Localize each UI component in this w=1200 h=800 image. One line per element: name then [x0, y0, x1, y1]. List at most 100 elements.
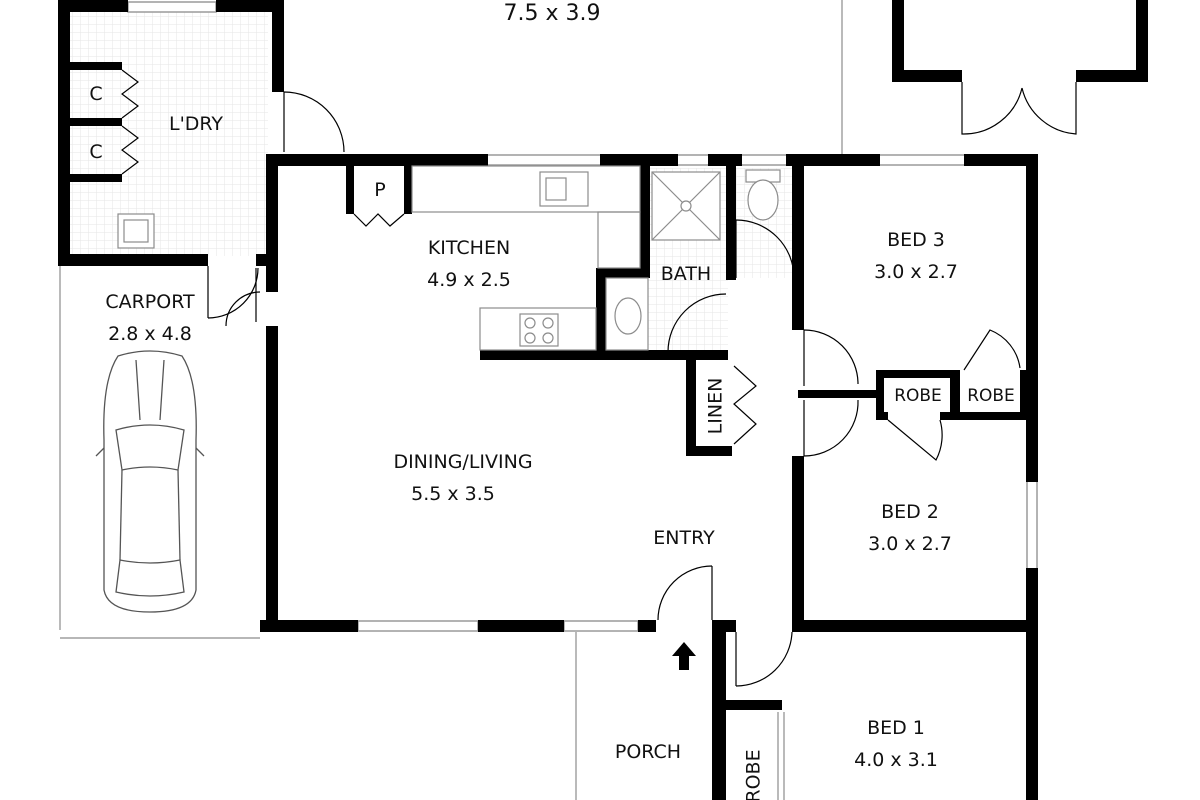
wall	[686, 356, 696, 456]
carport-label: CARPORT	[105, 291, 195, 313]
bed2-window	[1026, 479, 1038, 571]
laundry-tub-inner	[123, 219, 149, 243]
robe-sliding-doors	[777, 712, 785, 800]
cupboard-label: C	[89, 83, 102, 105]
porch-label: PORCH	[615, 741, 681, 763]
wall	[950, 370, 960, 418]
wall	[940, 412, 1032, 420]
door-swing	[121, 69, 139, 119]
wall	[1076, 70, 1146, 82]
door-swing	[657, 565, 713, 621]
wall	[266, 266, 278, 292]
wall	[786, 154, 880, 166]
wall	[58, 254, 208, 266]
room-labels: 7.5 x 3.9 L'DRY C C P KITCHEN 4.9 x 2.5 …	[89, 1, 1014, 800]
wall	[640, 166, 650, 276]
laundry-label: L'DRY	[169, 113, 223, 135]
kitchen-bench	[411, 165, 641, 213]
kitchen-sink-bowl	[545, 177, 567, 201]
wall	[792, 456, 804, 628]
bath-label: BATH	[661, 263, 711, 285]
bed1-dimensions: 4.0 x 3.1	[854, 749, 938, 771]
laundry-window	[127, 1, 217, 13]
burner	[524, 317, 536, 329]
wall	[600, 154, 678, 166]
outdoor-structure	[892, 0, 1148, 82]
doors	[121, 69, 1077, 687]
door-swing	[735, 219, 795, 279]
door-swing	[225, 291, 261, 327]
wc-window	[739, 154, 789, 166]
wall	[58, 0, 70, 265]
kitchen-label: KITCHEN	[428, 237, 510, 259]
wall	[68, 62, 122, 70]
door-swing	[963, 329, 1021, 371]
wall	[892, 0, 904, 80]
wall	[478, 620, 564, 632]
wall	[68, 174, 122, 182]
wall	[798, 390, 880, 398]
wall	[712, 620, 726, 800]
car-roof-line	[119, 469, 123, 561]
car-roof-line	[177, 469, 181, 561]
bed2-label: BED 2	[881, 501, 939, 523]
wall	[686, 446, 732, 456]
door-swing	[283, 91, 345, 153]
wall	[266, 326, 278, 632]
wall	[876, 370, 884, 418]
wall	[792, 154, 804, 330]
wall	[638, 620, 656, 632]
car-mirror	[95, 447, 205, 457]
door-swing	[121, 125, 139, 175]
kitchen-window	[485, 154, 603, 166]
top-room-dimensions: 7.5 x 3.9	[504, 1, 601, 26]
wall	[726, 700, 782, 710]
vanity	[605, 277, 649, 351]
door-swing	[353, 213, 405, 227]
linen-label: LINEN	[705, 378, 727, 435]
door-swing	[803, 399, 859, 457]
wall	[266, 154, 488, 166]
car-bonnet-line	[135, 359, 165, 421]
kitchen-bench-side	[597, 211, 641, 269]
carport-dimensions: 2.8 x 4.8	[108, 323, 192, 345]
wall	[260, 620, 358, 632]
entry-arrow-icon	[672, 642, 696, 670]
robe-label: ROBE	[894, 386, 942, 406]
bed1-robe-label: ROBE	[743, 749, 765, 800]
entry-label: ENTRY	[653, 527, 715, 549]
laundry-tiles	[68, 12, 268, 256]
wall	[792, 620, 1038, 632]
basin	[614, 297, 642, 335]
wall	[58, 0, 128, 12]
wall	[596, 268, 606, 358]
robe-label: ROBE	[967, 386, 1015, 406]
wall	[892, 70, 962, 82]
wall	[272, 0, 284, 92]
walls	[58, 0, 1038, 800]
wall	[216, 0, 284, 12]
bed3-window	[877, 154, 967, 166]
wall	[876, 370, 958, 378]
toilet-bowl	[747, 179, 779, 221]
wall	[1026, 568, 1038, 800]
kitchen-dimensions: 4.9 x 2.5	[427, 269, 511, 291]
dining-living-dimensions: 5.5 x 3.5	[411, 483, 495, 505]
wall	[964, 154, 1038, 166]
living-window-right	[563, 620, 639, 632]
shower-drain	[680, 200, 692, 212]
wall	[404, 166, 412, 214]
door-swing	[1021, 82, 1077, 135]
wall	[266, 154, 278, 266]
wall	[480, 350, 728, 360]
cupboard-label: C	[89, 141, 102, 163]
wall	[1020, 370, 1032, 418]
car-body	[103, 350, 197, 613]
door-swing	[735, 631, 793, 687]
wall	[726, 166, 736, 280]
door-swing	[733, 365, 757, 445]
burner	[542, 317, 554, 329]
wall	[876, 412, 888, 420]
door-swing	[887, 419, 943, 461]
